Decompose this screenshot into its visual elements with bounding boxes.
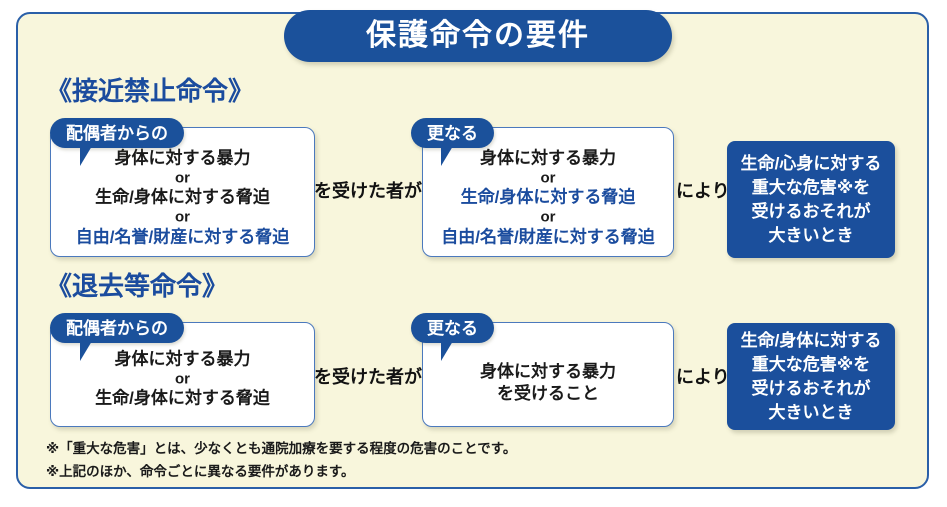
tag-tail-icon — [80, 146, 92, 166]
result-line-with-note-mark: 重大な危害※を — [727, 352, 895, 376]
tag-pill-spouse-2: 配偶者からの — [50, 313, 184, 361]
condition-line-or: or — [540, 169, 556, 187]
condition-line: 生命/身体に対する脅迫 — [95, 187, 270, 207]
page-title-pill: 保護命令の要件 — [284, 10, 672, 62]
tag-tail-icon — [441, 146, 453, 166]
result-line-text: 重大な危害※を — [751, 177, 871, 197]
tag-tail-icon — [80, 341, 92, 361]
footnote-item: ※上記のほか、命令ごとに異なる要件があります。 — [46, 463, 355, 479]
condition-line-or: or — [175, 369, 190, 387]
condition-line-or: or — [175, 209, 190, 227]
condition-line-highlight: 自由/名誉/財産に対する脅迫 — [441, 227, 655, 247]
result-line: 大きいとき — [768, 402, 854, 422]
result-box-2: 生命/身体に対する 重大な危害※を 受けるおそれが 大きいとき — [727, 323, 895, 430]
section-heading-2: 《退去等命令》 — [46, 271, 229, 301]
result-line: 受けるおそれが — [751, 378, 871, 398]
result-line-text: 重大な危害※を — [751, 354, 871, 374]
tag-pill-further-1: 更なる — [411, 118, 494, 166]
condition-line: を受けること — [497, 383, 599, 403]
connector-text-2-2: により — [676, 367, 730, 387]
section-heading-1: 《接近禁止命令》 — [46, 76, 255, 106]
condition-line-or: or — [540, 209, 556, 227]
tag-pill-further-2: 更なる — [411, 313, 494, 361]
condition-line: 身体に対する暴力 — [480, 148, 616, 168]
condition-line: 身体に対する暴力 — [480, 361, 616, 381]
tag-label: 更なる — [427, 123, 478, 143]
result-line: 大きいとき — [768, 225, 854, 245]
page-title: 保護命令の要件 — [366, 19, 590, 52]
connector-text-1-1: を受けた者が — [314, 181, 422, 201]
result-line: 生命/身体に対する — [740, 330, 882, 350]
footnotes: ※「重大な危害」とは、少なくとも通院加療を要する程度の危害のことです。 ※上記の… — [46, 438, 646, 484]
tag-pill-spouse-1: 配偶者からの — [50, 118, 184, 166]
tag-label: 配偶者からの — [66, 123, 168, 143]
connector-text-2-1: を受けた者が — [314, 367, 422, 387]
result-line: 受けるおそれが — [751, 201, 871, 221]
tag-tail-icon — [441, 341, 453, 361]
tag-label: 配偶者からの — [66, 318, 168, 338]
condition-line-or: or — [175, 169, 190, 187]
condition-box-1-2: 身体に対する暴力 or 生命/身体に対する脅迫 or 自由/名誉/財産に対する脅… — [422, 127, 674, 257]
condition-line: 身体に対する暴力 — [114, 348, 251, 368]
connector-text-1-2: により — [676, 181, 730, 201]
condition-box-1-1: 身体に対する暴力 or 生命/身体に対する脅迫 or 自由/名誉/財産に対する脅… — [50, 127, 315, 257]
condition-box-2-1: 身体に対する暴力 or 生命/身体に対する脅迫 — [50, 322, 315, 427]
result-box-1: 生命/心身に対する 重大な危害※を 受けるおそれが 大きいとき — [727, 141, 895, 258]
condition-line-highlight: 自由/名誉/財産に対する脅迫 — [75, 227, 290, 247]
tag-label: 更なる — [427, 318, 478, 338]
condition-line-highlight: 生命/身体に対する脅迫 — [460, 187, 636, 207]
result-line-with-note-mark: 重大な危害※を — [727, 175, 895, 199]
result-line: 生命/心身に対する — [740, 153, 882, 173]
footnote-item: ※「重大な危害」とは、少なくとも通院加療を要する程度の危害のことです。 — [46, 441, 517, 456]
condition-line: 身体に対する暴力 — [114, 148, 251, 168]
condition-line: 生命/身体に対する脅迫 — [95, 388, 270, 408]
